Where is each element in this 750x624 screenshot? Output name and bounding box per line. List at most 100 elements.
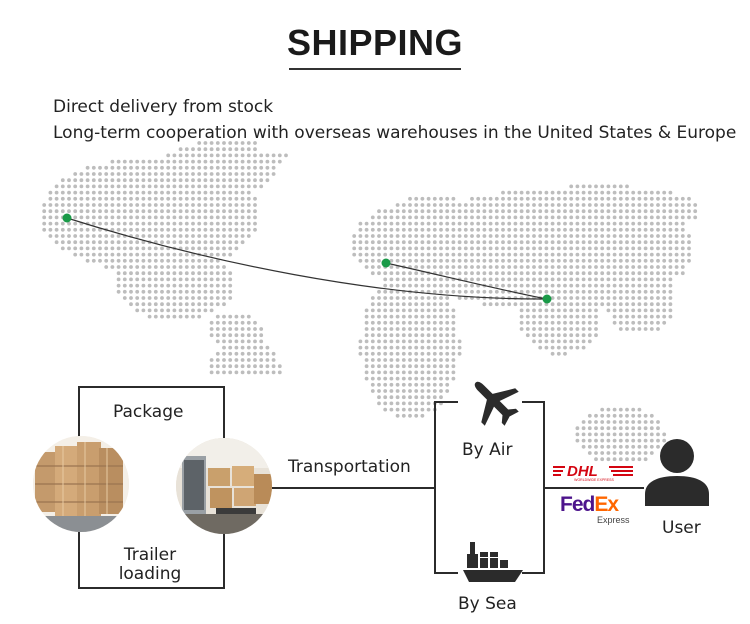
map-dot (215, 203, 220, 207)
map-dot (414, 302, 419, 307)
map-dot (612, 203, 617, 207)
map-dot (141, 271, 146, 276)
map-dot (538, 190, 543, 195)
map-dot (643, 308, 648, 313)
map-dot (463, 277, 468, 282)
map-dot (625, 209, 629, 214)
map-dot (147, 196, 152, 201)
map-dot (135, 296, 140, 300)
map-dot (253, 172, 257, 176)
map-dot (656, 277, 660, 282)
map-dot (451, 203, 456, 207)
map-dot (271, 153, 276, 158)
map-dot (172, 265, 177, 269)
map-dot (178, 308, 183, 313)
map-dot (383, 314, 388, 319)
map-dot (414, 234, 419, 238)
map-dot (544, 265, 549, 269)
map-dot (240, 364, 245, 369)
map-dot (426, 289, 431, 294)
map-dot (656, 432, 660, 437)
map-dot (377, 209, 381, 214)
map-dot (184, 289, 189, 294)
map-dot (563, 283, 567, 288)
map-dot (370, 246, 375, 251)
map-dot (377, 358, 381, 362)
map-dot (612, 196, 617, 201)
map-dot (563, 339, 567, 344)
map-dot (501, 283, 505, 288)
map-dot (147, 203, 152, 207)
map-dot (569, 265, 574, 269)
map-dot (587, 246, 592, 251)
map-dot (85, 234, 90, 238)
map-dot (370, 258, 375, 263)
map-dot (172, 277, 177, 282)
map-dot (160, 289, 164, 294)
map-dot (618, 283, 623, 288)
map-dot (445, 289, 450, 294)
map-dot (414, 277, 419, 282)
map-dot (532, 308, 536, 313)
map-dot (687, 234, 691, 238)
map-dot (265, 345, 270, 350)
map-dot (544, 289, 549, 294)
map-dot (234, 345, 239, 350)
map-dot (544, 240, 549, 245)
map-dot (116, 184, 121, 189)
map-dot (600, 258, 605, 263)
map-dot (104, 246, 109, 251)
map-dot (129, 215, 133, 220)
map-dot (104, 221, 109, 226)
map-dot (246, 159, 251, 164)
map-dot (612, 407, 617, 412)
map-dot (79, 184, 84, 189)
map-dot (395, 327, 400, 331)
map-dot (79, 178, 84, 183)
map-dot (563, 333, 567, 338)
map-dot (401, 327, 406, 331)
map-dot (513, 196, 518, 201)
map-dot (587, 283, 592, 288)
map-dot (550, 339, 555, 344)
map-dot (141, 159, 146, 164)
map-dot (259, 153, 264, 158)
map-dot (209, 302, 214, 307)
map-dot (494, 227, 499, 232)
map-dot (222, 178, 226, 183)
map-dot (383, 308, 388, 313)
map-dot (215, 283, 220, 288)
map-dot (656, 444, 660, 449)
map-dot (569, 271, 574, 276)
map-dot (631, 296, 636, 300)
map-dot (674, 252, 679, 257)
map-dot (538, 289, 543, 294)
map-dot (191, 153, 195, 158)
map-dot (457, 339, 462, 344)
map-dot (222, 345, 226, 350)
map-dot (600, 209, 605, 214)
map-dot (209, 265, 214, 269)
map-dot (364, 308, 369, 313)
map-dot (569, 320, 574, 325)
map-dot (60, 178, 65, 183)
map-dot (662, 234, 667, 238)
map-dot (606, 413, 611, 418)
map-dot (222, 370, 226, 375)
map-dot (618, 451, 623, 455)
map-dot (253, 203, 257, 207)
map-dot (612, 283, 617, 288)
map-dot (408, 271, 412, 276)
map-dot (637, 234, 642, 238)
map-dot (463, 203, 468, 207)
map-dot (612, 258, 617, 263)
map-dot (550, 227, 555, 232)
map-dot (680, 215, 685, 220)
map-dot (439, 271, 443, 276)
map-dot (550, 327, 555, 331)
map-dot (662, 265, 667, 269)
map-dot (383, 333, 388, 338)
map-dot (606, 277, 611, 282)
map-dot (600, 438, 605, 443)
map-dot (649, 240, 654, 245)
